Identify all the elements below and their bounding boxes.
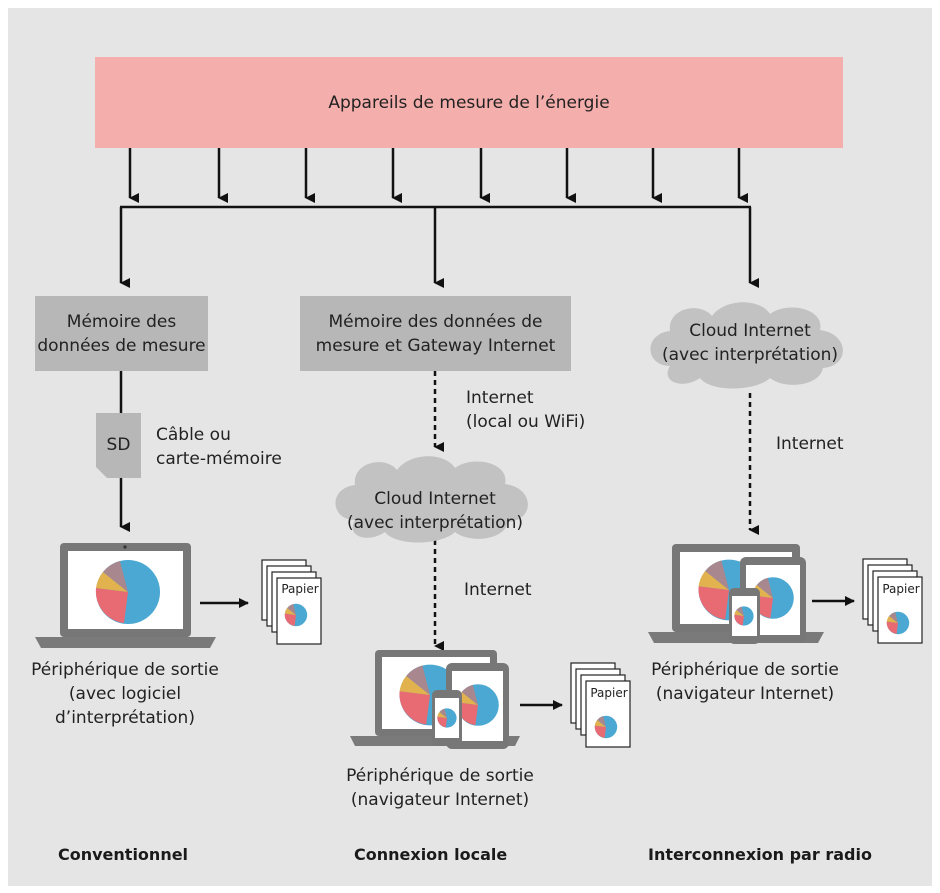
cable-or-card-label: Câble ou carte-mémoire — [156, 425, 282, 469]
storage-middle-label: Mémoire des données de mesure et Gateway… — [315, 311, 556, 356]
storage-gateway-box-middle: Mémoire des données de mesure et Gateway… — [300, 296, 571, 371]
cloud-right-icon — [650, 302, 843, 389]
cloud-middle-icon — [335, 456, 528, 543]
devices-middle-icon — [350, 650, 520, 749]
paper-stack-right-icon — [862, 558, 923, 644]
energy-meters-box: Appareils de mesure de l’énergie — [95, 57, 843, 148]
paper-label-left: Papier — [280, 582, 320, 596]
output-device-middle-label: Périphérique de sortie (navigateur Inter… — [346, 766, 534, 810]
cloud-right-label: Cloud Internet (avec interprétation) — [661, 321, 839, 365]
footer-radio-interconnection: Interconnexion par radio — [648, 845, 872, 864]
internet-right-label: Internet — [776, 434, 844, 454]
paper-stack-middle-icon — [570, 662, 631, 748]
sd-card-label: SD — [106, 435, 131, 455]
output-device-left-label: Périphérique de sortie (avec logiciel d’… — [31, 660, 219, 728]
input-arrows — [128, 148, 748, 203]
output-device-right-label: Périphérique de sortie (navigateur Inter… — [651, 660, 839, 704]
energy-meters-label: Appareils de mesure de l’énergie — [328, 92, 610, 113]
cloud-middle-label: Cloud Internet (avec interprétation) — [346, 489, 524, 533]
paper-label-middle: Papier — [589, 686, 629, 700]
storage-left-label: Mémoire des données de mesure — [37, 311, 206, 356]
internet-middle-label: Internet — [464, 580, 532, 600]
footer-conventional: Conventionnel — [58, 845, 189, 864]
paper-stack-left-icon — [261, 559, 322, 645]
internet-local-wifi-label: Internet (local ou WiFi) — [466, 388, 586, 432]
storage-box-left: Mémoire des données de mesure — [35, 296, 208, 371]
footer-local-connection: Connexion locale — [354, 845, 508, 864]
laptop-left-icon — [35, 543, 216, 648]
devices-right-icon — [648, 544, 824, 644]
paper-label-right: Papier — [881, 582, 921, 596]
sd-card-icon — [96, 413, 141, 478]
